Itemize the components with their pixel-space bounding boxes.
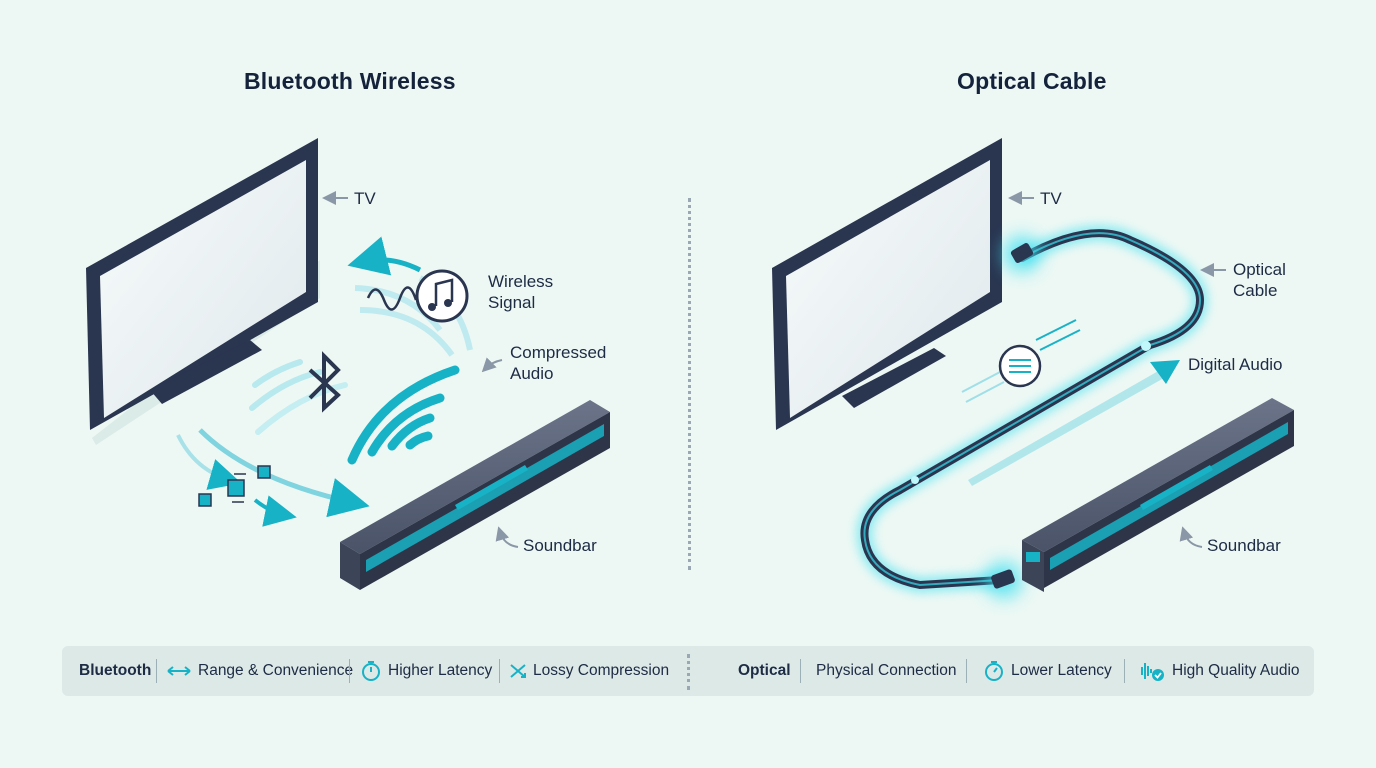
legend-item-label: High Quality Audio [1172,662,1300,679]
stopwatch-icon [983,660,1005,682]
digital-audio-beam [968,360,1180,486]
soundbar-label: Soundbar [523,536,597,555]
double-arrow-icon [166,664,192,678]
optical-tv-label: TV [1040,189,1062,208]
legend-separator [349,659,350,683]
compressed-audio-label: Compressed Audio [510,343,607,383]
legend-item-label: Range & Convenience [198,662,354,679]
stopwatch-icon [360,660,382,682]
legend-divider [687,654,690,690]
legend-separator [499,659,500,683]
legend-separator [966,659,967,683]
legend-physical-connection: Physical Connection [816,646,956,696]
optical-cable [856,225,1209,598]
optical-cable-label: Optical Cable [1233,260,1286,300]
legend-item-label: Lower Latency [1011,662,1112,679]
comparison-illustration [86,138,1294,598]
digital-audio-label: Digital Audio [1188,355,1283,374]
legend-lower-latency: Lower Latency [983,646,1112,696]
optical-tv [772,138,1002,430]
wireless-waves [176,236,473,527]
bluetooth-panel-title: Bluetooth Wireless [244,68,456,94]
soundbar-pointer-arrow [495,526,519,548]
legend-separator [1124,659,1125,683]
legend-item-label: Lossy Compression [533,662,670,679]
legend-high-quality-audio: High Quality Audio [1136,646,1300,696]
shuffle-icon [509,662,527,680]
bluetooth-soundbar [340,400,610,590]
legend-lossy-compression: Lossy Compression [509,646,669,696]
panel-divider [688,198,691,570]
legend-item-label: Higher Latency [388,662,493,679]
wireless-signal-label: Wireless Signal [488,272,554,312]
bluetooth-tv [86,138,320,445]
legend-bar: Bluetooth Range & Convenience Higher Lat… [62,646,1314,696]
music-note-icon [366,269,469,323]
audio-check-icon [1136,659,1166,683]
bluetooth-icon [308,351,341,413]
legend-higher-latency: Higher Latency [360,646,492,696]
legend-separator [800,659,801,683]
legend-optical-heading: Optical [738,662,791,679]
signal-speed-icon [961,319,1081,403]
legend-bluetooth-heading: Bluetooth [79,662,152,679]
optical-panel-title: Optical Cable [957,68,1107,94]
compressed-audio-pointer-arrow [481,357,503,373]
optical-soundbar-label: Soundbar [1207,536,1281,555]
optical-soundbar-pointer-arrow [1179,526,1203,548]
legend-range-convenience: Range & Convenience [166,646,353,696]
legend-item-label: Physical Connection [816,662,957,679]
tv-label: TV [354,189,376,208]
legend-separator [156,659,157,683]
data-packets-icon [198,465,271,507]
optical-soundbar [1022,398,1294,592]
